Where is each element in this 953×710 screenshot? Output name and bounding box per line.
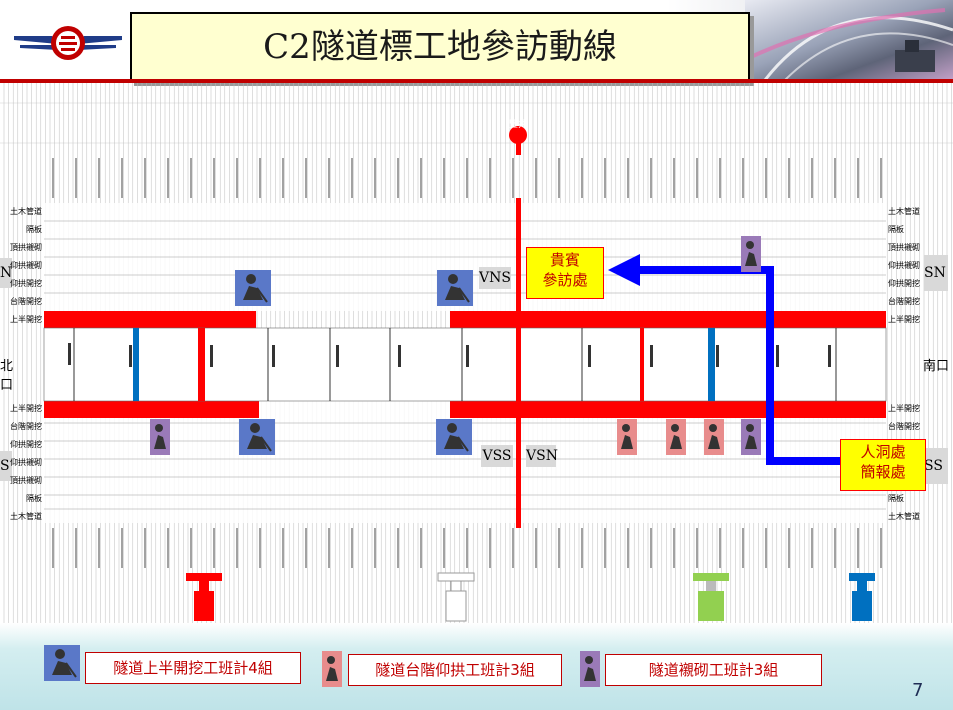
- row-label: 土木管道: [10, 512, 42, 521]
- right-portal-label: 南口: [923, 359, 950, 374]
- header-photo: [745, 0, 953, 80]
- row-label: 隔板: [888, 494, 904, 503]
- invert-worker-icon: [617, 419, 637, 455]
- north-excavation-bar-left: [44, 311, 256, 328]
- left-south-label: S: [0, 451, 12, 481]
- row-label: 頂拱襯砌: [10, 243, 42, 252]
- row-label: 土木管道: [888, 512, 920, 521]
- vsn-tag: VSN: [526, 445, 558, 467]
- legend-lining-label: 隧道襯砌工班計3組: [605, 654, 822, 686]
- shaft-marker: [509, 126, 527, 144]
- row-label: 隔板: [888, 225, 904, 234]
- north-excavation-bar-right: [450, 311, 886, 328]
- title-box: C2隧道標工地參訪動線: [130, 12, 750, 82]
- excavation-worker-icon: [437, 270, 473, 306]
- row-labels-south-left: 上半開挖 台階開挖 仰拱開挖 仰拱襯砌 頂拱襯砌 隔板 土木管道: [2, 403, 42, 529]
- lining-worker-icon: [580, 651, 600, 687]
- row-label: 台階開挖: [10, 297, 42, 306]
- briefing-callout: 人洞處 簡報處: [840, 439, 926, 491]
- vss-tag: VSS: [481, 445, 513, 467]
- lining-worker-icon: [741, 236, 761, 272]
- row-label: 仰拱開挖: [10, 279, 42, 288]
- lining-worker-icon: [150, 419, 170, 455]
- vip-visit-callout: 貴賓 參訪處: [526, 247, 604, 299]
- header-divider: [0, 79, 953, 83]
- tunnel-plan-drawing: [0, 83, 953, 623]
- row-label: 上半開挖: [10, 315, 42, 324]
- left-north-label: N: [0, 258, 12, 288]
- legend-invert-label: 隧道台階仰拱工班計3組: [348, 654, 562, 686]
- lining-mark-blue-1: [133, 328, 139, 401]
- row-label: 隔板: [26, 494, 42, 503]
- row-label: 台階開挖: [10, 422, 42, 431]
- row-label: 土木管道: [888, 207, 920, 216]
- vip-callout-line-1: 貴賓: [549, 251, 580, 269]
- row-label: 頂拱襯砌: [10, 476, 42, 485]
- row-label: 仰拱開挖: [888, 279, 920, 288]
- row-label: 仰拱襯砌: [10, 458, 42, 467]
- shaft-line: [516, 198, 521, 528]
- lining-mark-blue-2: [708, 328, 715, 401]
- row-label: 土木管道: [10, 207, 42, 216]
- row-label: 仰拱開挖: [10, 440, 42, 449]
- lining-zone: [43, 327, 887, 402]
- shaft-label: 豎井: [509, 120, 528, 130]
- passage-markers: [68, 343, 831, 367]
- right-south-label: SS: [924, 448, 948, 484]
- shaft-right-blue: [849, 573, 875, 621]
- row-label: 台階開挖: [888, 422, 920, 431]
- chainage-top: [52, 158, 882, 198]
- page-number: 7: [912, 680, 924, 701]
- south-excavation-bar-left: [44, 401, 259, 418]
- lining-worker-icon: [741, 419, 761, 455]
- row-label: 頂拱襯砌: [888, 243, 920, 252]
- invert-worker-icon: [322, 651, 342, 687]
- lining-mark-red-2: [640, 328, 644, 401]
- excavation-worker-icon: [44, 645, 80, 681]
- row-label: 隔板: [26, 225, 42, 234]
- page-title: C2隧道標工地參訪動線: [263, 27, 617, 67]
- legend-excavation-label: 隧道上半開挖工班計4組: [85, 652, 301, 684]
- lining-mark-red-1: [198, 328, 205, 401]
- tunnel-plan: 豎井 北口 南口 N S SN SS 土木管道 隔板 頂拱襯砌 仰拱襯砌 仰拱開…: [0, 83, 953, 623]
- route-line: [640, 266, 840, 465]
- background-grid: [0, 102, 953, 144]
- invert-worker-icon: [666, 419, 686, 455]
- route-arrowhead: [608, 254, 640, 286]
- chainage-bottom: [52, 528, 882, 568]
- row-label: 台階開挖: [888, 297, 920, 306]
- vip-callout-line-2: 參訪處: [542, 271, 588, 289]
- south-excavation-bar-right: [450, 401, 886, 418]
- invert-worker-icon: [704, 419, 724, 455]
- shaft-center-white: [437, 572, 475, 622]
- row-label: 仰拱襯砌: [10, 261, 42, 270]
- vns-tag: VNS: [479, 267, 511, 289]
- shaft-left-red: [186, 573, 222, 621]
- row-label: 上半開挖: [888, 404, 920, 413]
- row-labels-north-left: 土木管道 隔板 頂拱襯砌 仰拱襯砌 仰拱開挖 台階開挖 上半開挖: [2, 206, 42, 332]
- briefing-callout-line-2: 簡報處: [860, 463, 906, 481]
- right-north-label: SN: [924, 255, 948, 291]
- row-label: 上半開挖: [888, 315, 920, 324]
- briefing-callout-line-1: 人洞處: [860, 443, 906, 461]
- left-portal-label: 北口: [0, 359, 14, 393]
- excavation-worker-icon: [239, 419, 275, 455]
- row-labels-north-right: 土木管道 隔板 頂拱襯砌 仰拱襯砌 仰拱開挖 台階開挖 上半開挖: [888, 206, 928, 332]
- excavation-worker-icon: [235, 270, 271, 306]
- railway-logo-icon: [12, 18, 124, 68]
- row-label: 仰拱襯砌: [888, 261, 920, 270]
- excavation-worker-icon: [436, 419, 472, 455]
- row-label: 上半開挖: [10, 404, 42, 413]
- shaft-green: [693, 573, 729, 621]
